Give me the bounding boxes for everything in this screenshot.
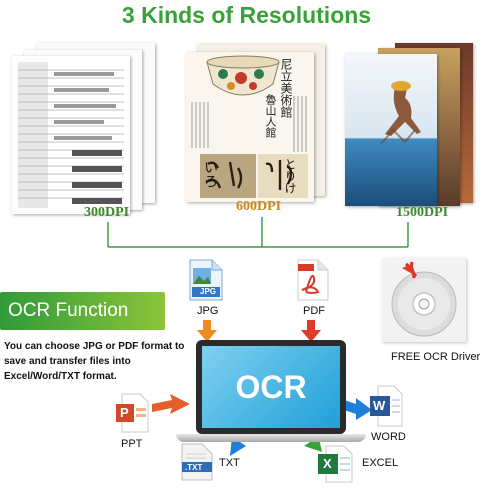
word-arrow	[338, 398, 372, 420]
jpg-icon-text: JPG	[200, 287, 217, 296]
pdf-down-arrow	[301, 320, 321, 342]
ceramic-bowl-image	[206, 55, 280, 96]
pdf-label: PDF	[303, 305, 325, 317]
excel-file-icon: X	[318, 444, 354, 484]
calligraphy-right: とりけ	[283, 158, 297, 194]
word-file-icon: W	[370, 384, 404, 428]
magazine-title: 尼立美術館	[279, 58, 293, 118]
magazine-subtitle: 魯山人館	[264, 94, 277, 138]
txt-icon-text: .TXT	[185, 463, 203, 472]
jpg-down-arrow	[197, 320, 217, 342]
excel-icon-text: X	[323, 456, 332, 471]
jpg-file-icon: JPG	[188, 258, 224, 302]
laptop-base	[176, 434, 366, 442]
ocr-function-badge: OCR Function	[0, 292, 165, 330]
laptop-screen-bezel: OCR	[196, 340, 346, 434]
powerpoint-file-icon: P	[116, 392, 150, 434]
ocr-function-title: OCR Function	[8, 300, 129, 321]
pdf-file-icon	[296, 258, 330, 302]
txt-file-icon: .TXT	[180, 442, 214, 482]
beach-photo-art	[345, 54, 437, 206]
laptop-ocr-text: OCR	[235, 369, 307, 405]
page-title: 3 Kinds of Resolutions	[121, 2, 372, 28]
ocr-description: You can choose JPG or PDF format to save…	[4, 341, 185, 382]
resolution-connector	[107, 217, 409, 248]
resolution-label-300: 300DPI	[84, 205, 130, 220]
laptop-screen: OCR	[202, 346, 340, 428]
jpg-label: JPG	[197, 305, 219, 317]
calligraphy-left: いろ	[202, 160, 218, 188]
form-page	[12, 56, 130, 214]
word-label: WORD	[371, 431, 406, 443]
resolution-label-600: 600DPI	[236, 199, 282, 214]
magazine-art	[191, 96, 308, 198]
ppt-label: PPT	[121, 438, 143, 450]
beach-photo	[345, 54, 437, 206]
excel-label: EXCEL	[362, 457, 399, 469]
driver-label: FREE OCR Driver	[391, 351, 481, 363]
txt-label: TXT	[219, 457, 240, 469]
form-page-lines	[18, 62, 124, 208]
ppt-arrow	[152, 394, 190, 414]
resolution-label-1500: 1500DPI	[396, 205, 449, 220]
cd-disc-icon	[382, 258, 466, 342]
word-icon-text: W	[373, 398, 386, 413]
ppt-icon-text: P	[120, 405, 129, 420]
